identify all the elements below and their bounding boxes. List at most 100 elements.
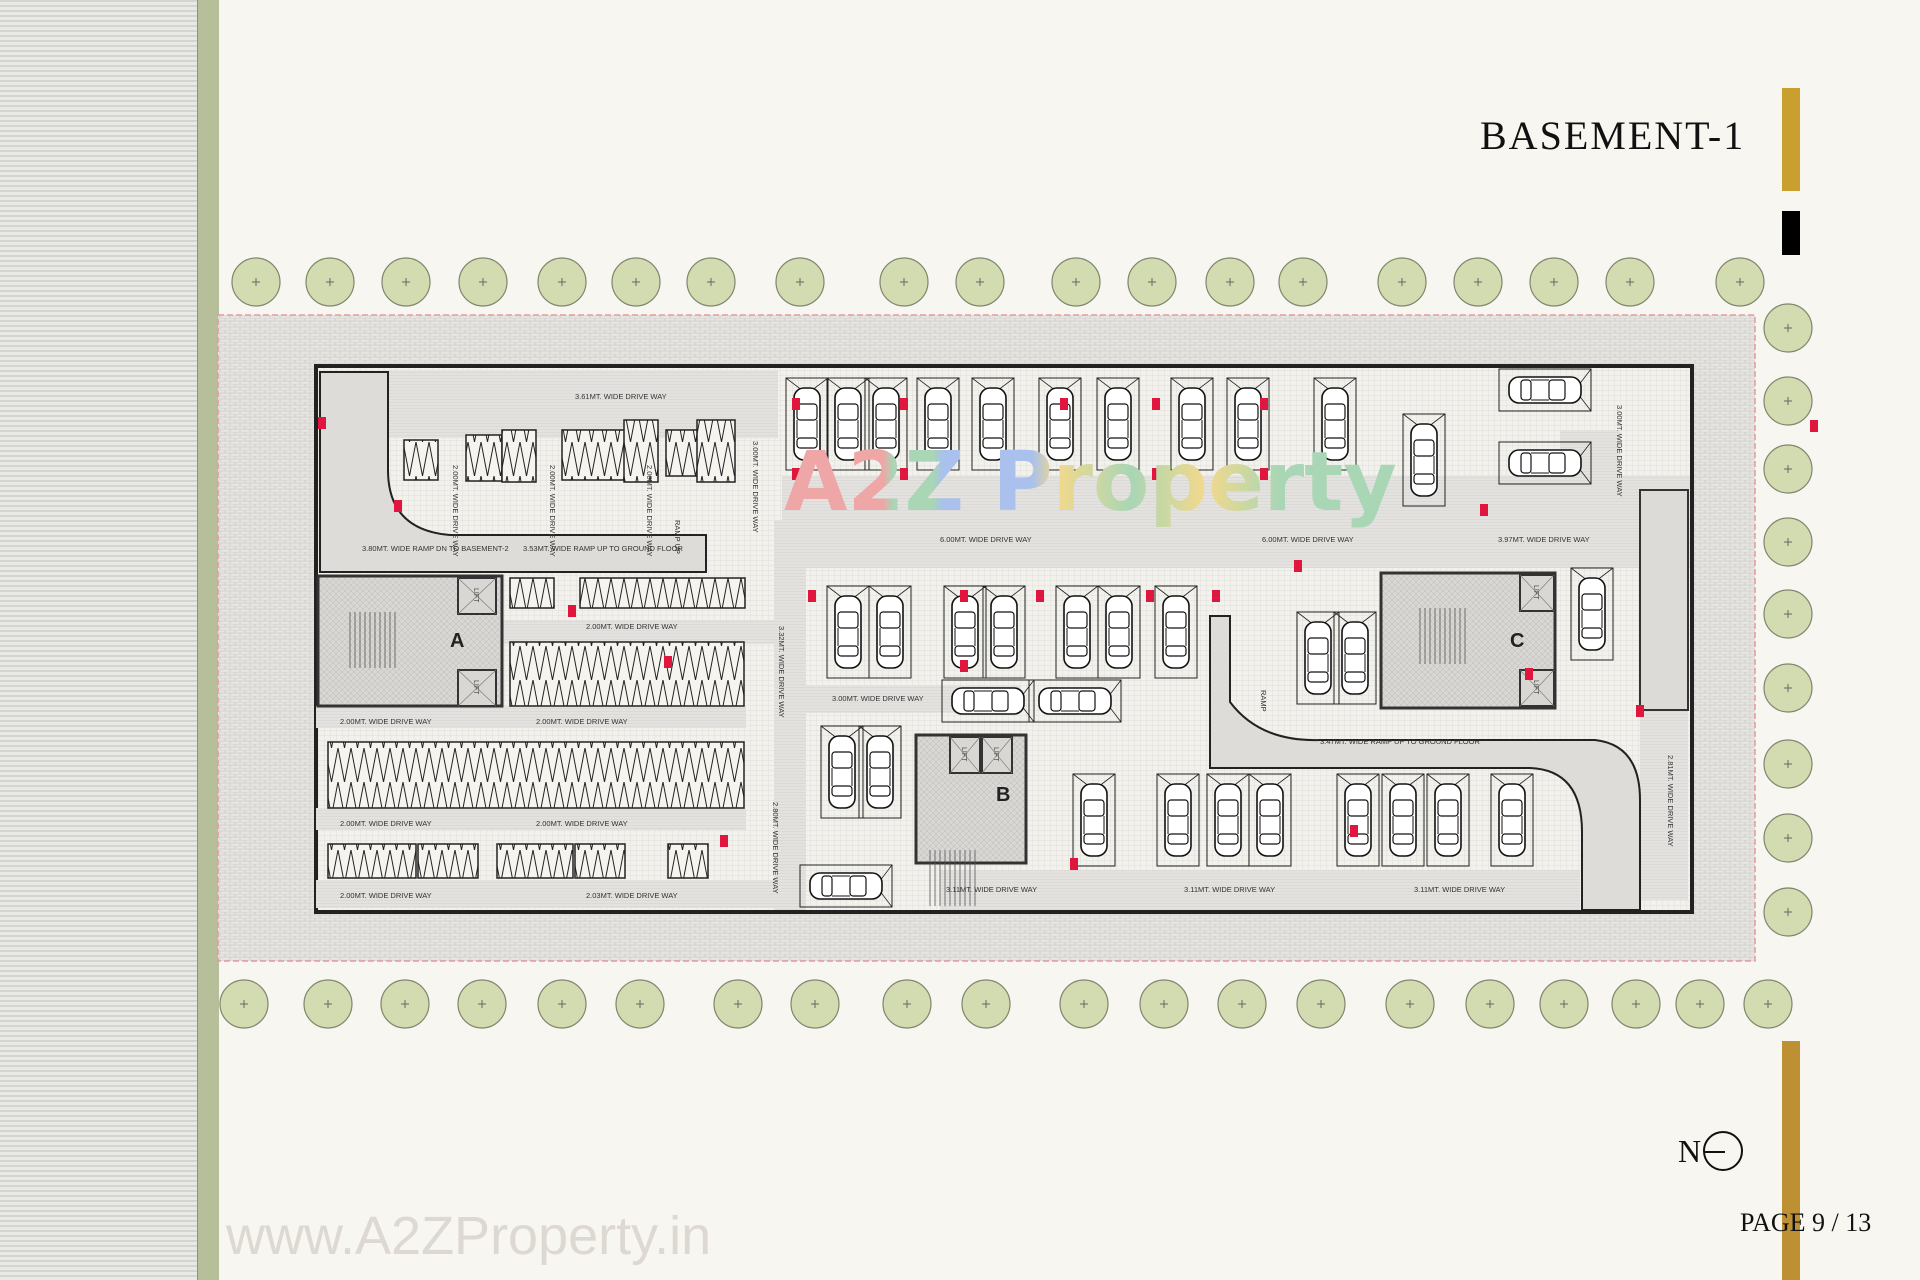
tree-center [632, 278, 640, 286]
car-slot [1296, 611, 1340, 705]
car-icon [1164, 783, 1192, 857]
car-icon [876, 595, 904, 669]
car-slot [1248, 773, 1292, 867]
tree-center [1160, 1000, 1168, 1008]
stack-parking-bay [509, 577, 555, 609]
tree-icon [1763, 303, 1813, 353]
parking-slot-outline [826, 377, 870, 471]
tree-center [796, 278, 804, 286]
tree-center [326, 278, 334, 286]
north-compass-icon [1703, 1131, 1744, 1171]
core-label-a: A [450, 630, 464, 652]
car-slot [820, 725, 864, 819]
lift-shaft: LIFT [981, 736, 1013, 774]
parking-slot-outline [971, 377, 1015, 471]
car-slot [1426, 773, 1470, 867]
driveway [1640, 700, 1688, 900]
column-marker [900, 398, 908, 410]
driveway-label: 2.80MT. WIDE DRIVE WAY [771, 802, 780, 894]
parking-slot-outline [864, 377, 908, 471]
driveway-label: 2.00MT. WIDE DRIVE WAY [451, 465, 460, 557]
parking-slot-outline [1296, 611, 1340, 705]
tree-center [479, 278, 487, 286]
parking-slot-outline [1170, 377, 1214, 471]
lift-label: LIFT [960, 747, 967, 762]
tree-center [1696, 1000, 1704, 1008]
column-marker [1636, 705, 1644, 717]
page-number: PAGE 9 / 13 [1740, 1208, 1872, 1237]
parking-slot-outline [1490, 773, 1534, 867]
tree-center [1784, 397, 1792, 405]
driveway-label: 3.11MT. WIDE DRIVE WAY [1414, 885, 1505, 894]
driveway-label: 3.00MT. WIDE DRIVE WAY [751, 441, 760, 533]
black-accent-bar [1782, 211, 1800, 255]
tree-icon [1763, 739, 1813, 789]
car-icon [1080, 783, 1108, 857]
parking-slot-outline [1333, 611, 1377, 705]
tree-icon [1763, 376, 1813, 426]
lift-label: LIFT [472, 588, 479, 603]
lift-cross [457, 577, 497, 615]
tree-center [478, 1000, 486, 1008]
tree-icon [1127, 257, 1177, 307]
tree-icon [1377, 257, 1427, 307]
stack-parking-bay [496, 843, 574, 879]
driveway-label: 3.47MT. WIDE RAMP UP TO GROUND FLOOR [1320, 737, 1480, 746]
car-slot [1226, 377, 1270, 471]
parking-slot-outline [1570, 567, 1614, 661]
driveway [774, 520, 806, 910]
car-icon [1578, 577, 1606, 651]
tree-icon [537, 257, 587, 307]
tree-icon [1763, 589, 1813, 639]
car-slot [1381, 773, 1425, 867]
column-marker [792, 468, 800, 480]
car-icon [1105, 595, 1133, 669]
tree-icon [231, 257, 281, 307]
page-title: BASEMENT-1 [1480, 113, 1746, 158]
tree-icon [1763, 517, 1813, 567]
car-icon [1508, 376, 1582, 404]
car-slot [1072, 773, 1116, 867]
tree-center [734, 1000, 742, 1008]
column-marker [808, 590, 816, 602]
ramp-down-to-basement-2 [319, 371, 707, 573]
tree-icon [305, 257, 355, 307]
tree-center [1626, 278, 1634, 286]
tree-center [982, 1000, 990, 1008]
driveway-label: 2.00MT. WIDE DRIVE WAY [340, 891, 432, 900]
ramp-up-to-ground-floor [1209, 615, 1641, 911]
car-slot [799, 864, 893, 908]
green-boundary-band [197, 0, 219, 1280]
car-icon [1508, 449, 1582, 477]
driveway-label: 2.00MT. WIDE DRIVE WAY [586, 622, 678, 631]
lift-cross [949, 736, 981, 774]
car-icon [951, 687, 1025, 715]
tree-icon [303, 979, 353, 1029]
parking-slot-outline [1248, 773, 1292, 867]
parking-slot-outline [799, 864, 893, 908]
driveway [548, 370, 688, 420]
car-slot [1028, 679, 1122, 723]
watermark-logo: A2Z Property [784, 435, 1397, 530]
core-label-c: C [1510, 630, 1524, 652]
driveway [316, 808, 746, 830]
tree-icon [1611, 979, 1661, 1029]
tree-icon [1529, 257, 1579, 307]
lift-shaft: LIFT [457, 577, 497, 615]
tree-icon [1715, 257, 1765, 307]
tree-icon [615, 979, 665, 1029]
tree-center [1560, 1000, 1568, 1008]
lift-label: LIFT [992, 747, 999, 762]
parking-slot-outline [1096, 377, 1140, 471]
lift-cross [457, 669, 497, 707]
tree-icon [882, 979, 932, 1029]
ramps [319, 371, 1689, 911]
column-marker [1152, 398, 1160, 410]
column-marker [960, 660, 968, 672]
column-marker [1294, 560, 1302, 572]
car-icon [1162, 595, 1190, 669]
tree-icon [611, 257, 661, 307]
